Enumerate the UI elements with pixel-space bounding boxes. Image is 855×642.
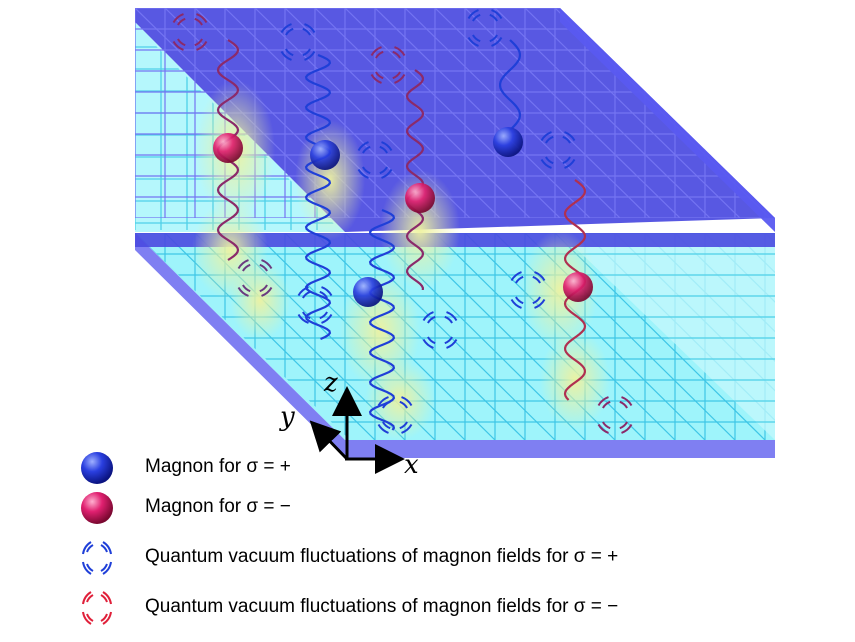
y-axis-arrow — [309, 420, 349, 461]
glow — [540, 330, 610, 430]
grid-line — [764, 233, 775, 440]
magnon-ball — [405, 183, 435, 213]
vacuum-ring — [377, 396, 413, 434]
z-axis-label: z — [324, 368, 338, 398]
vacuum-ring — [467, 9, 503, 47]
vacuum-ring — [237, 259, 273, 297]
wave-line — [304, 53, 332, 341]
wave-line — [368, 208, 396, 431]
glow — [230, 260, 290, 340]
glow — [380, 170, 460, 290]
legend-label: Magnon for σ = − — [145, 496, 291, 517]
magnon-ball — [213, 133, 243, 163]
red-vacuum-ring-icon — [82, 591, 112, 625]
legend-item-vacuum-minus: Quantum vacuum fluctuations of magnon fi… — [0, 586, 855, 630]
vacuum-ring — [597, 396, 633, 434]
legend-item-vacuum-plus: Quantum vacuum fluctuations of magnon fi… — [0, 536, 855, 580]
grid-line — [344, 233, 556, 440]
glow — [522, 230, 598, 350]
legend-item-magnon-plus: Magnon for σ = + — [0, 446, 855, 490]
grid-line — [764, 8, 775, 218]
vacuum-ring — [540, 131, 576, 169]
magnon-ball — [563, 272, 593, 302]
vacuum-rings — [172, 9, 633, 434]
vacuum-ring — [280, 23, 316, 61]
vacuum-ring — [297, 286, 333, 324]
vacuum-ring — [370, 46, 406, 84]
red-magnon-icon — [81, 492, 113, 524]
coordinate-axes — [309, 386, 405, 474]
y-axis-label: y — [280, 402, 295, 432]
magnon-balls — [213, 127, 593, 307]
wave-line — [405, 69, 425, 291]
magnon-ball — [310, 140, 340, 170]
legend-label: Magnon for σ = + — [145, 456, 291, 477]
blue-vacuum-ring-icon — [82, 541, 112, 575]
legend-label: Quantum vacuum fluctuations of magnon fi… — [145, 596, 619, 617]
blue-magnon-icon — [81, 452, 113, 484]
legend-item-magnon-minus: Magnon for σ = − — [0, 486, 855, 530]
grid-line — [795, 8, 855, 218]
magnon-ball — [353, 277, 383, 307]
grid-line — [734, 8, 775, 218]
grid-line — [314, 233, 526, 440]
grid-line — [795, 233, 855, 440]
wave-line — [499, 39, 521, 131]
vacuum-ring — [422, 311, 458, 349]
magnon-ball — [493, 127, 523, 157]
x-axis-label: x — [404, 450, 419, 480]
legend-label: Quantum vacuum fluctuations of magnon fi… — [145, 546, 619, 567]
vacuum-ring — [510, 271, 546, 309]
vacuum-ring — [172, 13, 208, 51]
vacuum-ring — [357, 141, 393, 179]
